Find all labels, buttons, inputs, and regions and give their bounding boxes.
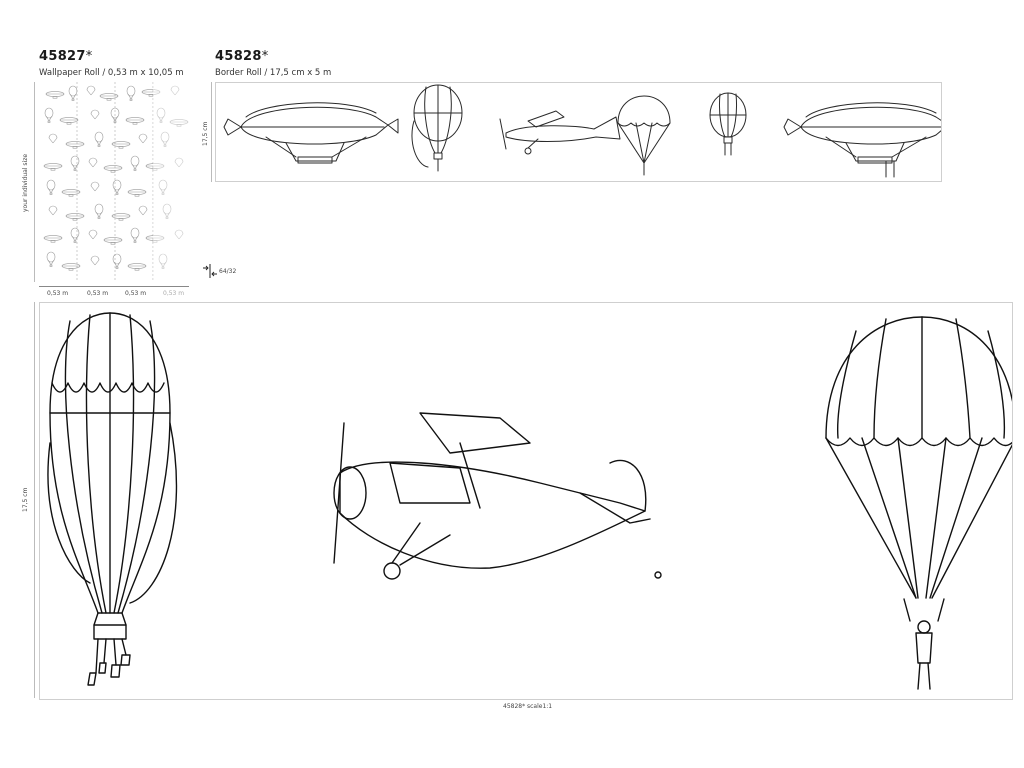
wallpaper-code: 45827*	[39, 49, 93, 64]
parachutist-icon	[825, 316, 1017, 690]
roll-width-3: 0,53 m	[125, 290, 147, 297]
biplane-icon	[499, 110, 621, 155]
border-motifs	[223, 84, 949, 178]
roll-width-2: 0,53 m	[87, 290, 109, 297]
border-height-label: 17,5 cm	[202, 121, 209, 146]
size-rule	[34, 82, 35, 282]
detail-caption: 45828* scale1:1	[503, 703, 553, 710]
roll-width-4: 0,53 m	[163, 290, 185, 297]
parachutist-icon	[617, 95, 671, 176]
airship-icon	[223, 102, 399, 164]
hot-air-balloon-icon	[411, 84, 463, 172]
wallpaper-description: Wallpaper Roll / 0,53 m x 10,05 m	[39, 68, 184, 78]
individual-size-label: your individual size	[22, 153, 29, 212]
airship-icon	[783, 102, 949, 178]
wallpaper-preview	[39, 82, 189, 282]
detail-height-label: 17,5 cm	[22, 487, 29, 512]
roll-dividers	[76, 82, 154, 282]
width-rule	[39, 286, 189, 287]
roll-width-1: 0,53 m	[47, 290, 69, 297]
hot-air-balloon-icon	[709, 92, 747, 156]
fading-roll	[153, 82, 189, 282]
border-code: 45828*	[215, 49, 269, 64]
repeat-value: 64/32	[219, 268, 237, 275]
hot-air-balloon-icon	[47, 312, 178, 686]
border-code-number: 45828	[215, 49, 262, 64]
border-height-rule	[211, 82, 212, 182]
wallpaper-code-star: *	[85, 49, 93, 64]
border-code-star: *	[261, 49, 269, 64]
wallpaper-code-number: 45827	[39, 49, 86, 64]
detail-panel	[39, 302, 1017, 700]
detail-illustration	[47, 312, 1017, 690]
detail-height-rule	[34, 302, 35, 698]
border-description: Border Roll / 17,5 cm x 5 m	[215, 68, 332, 78]
biplane-icon	[333, 412, 662, 580]
border-preview	[215, 82, 949, 182]
repeat-arrows-icon	[201, 262, 219, 280]
wallpaper-pattern	[43, 82, 189, 282]
